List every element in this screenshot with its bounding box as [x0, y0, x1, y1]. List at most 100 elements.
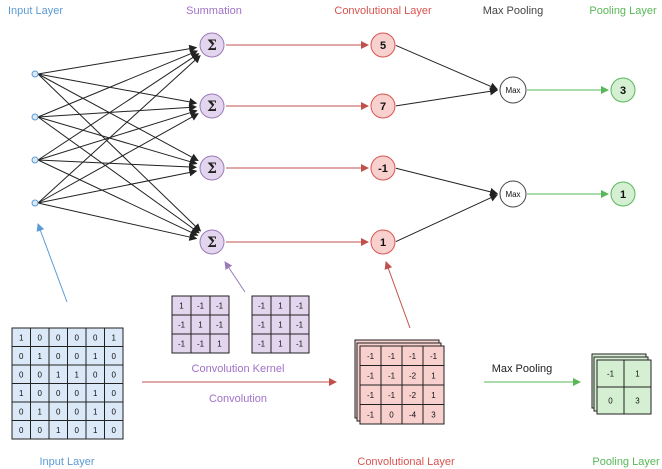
grid-cell-value: -1	[258, 340, 266, 349]
grid-cell-value: 1	[431, 371, 436, 380]
grid-cell	[209, 333, 230, 354]
grid-cell-value: 1	[38, 352, 43, 361]
grid-cell	[422, 404, 445, 425]
grid-cell-value: -1	[367, 410, 375, 419]
grid-cell-value: -1	[367, 391, 375, 400]
conv-node: 1	[370, 229, 396, 255]
grid-cell-value: -1	[216, 321, 224, 330]
conv-nodes: 57-11	[370, 32, 396, 255]
grid-cell-value: -1	[388, 352, 396, 361]
edge	[37, 53, 200, 161]
conv-to-max-edges	[395, 44, 499, 243]
grid-cell-value: 1	[635, 370, 640, 379]
grid-cell	[289, 333, 310, 354]
edge	[37, 116, 200, 234]
pool-node: 3	[610, 77, 636, 103]
summation-to-conv-edges	[226, 41, 369, 246]
grid-cell-value: 1	[56, 370, 61, 379]
sigma-symbol: Σ	[207, 161, 217, 177]
grid-cell-value: 1	[93, 352, 98, 361]
max-to-pool-edges	[527, 86, 609, 198]
edge	[37, 168, 198, 204]
grid-cell	[596, 386, 625, 415]
edge	[37, 73, 198, 106]
grid-cell-value: 1	[93, 426, 98, 435]
grid-cell-value: 0	[75, 352, 80, 361]
max-node-label: Max	[505, 190, 520, 199]
edge	[37, 108, 198, 161]
grid-cell-value: -1	[367, 352, 375, 361]
grid-cell-value: -1	[388, 391, 396, 400]
conv-node-value: 1	[380, 237, 386, 249]
grid-cell-value: 0	[112, 389, 117, 398]
grid-cell-value: 0	[75, 407, 80, 416]
grid-cell-value: 0	[75, 426, 80, 435]
grid-cell-value: 0	[75, 333, 80, 342]
grid-cell-value: 0	[19, 426, 24, 435]
grid-cell	[623, 359, 652, 388]
conv-node-value: -1	[378, 163, 388, 175]
grid-cell-value: -2	[409, 391, 417, 400]
pool-node: 1	[610, 181, 636, 207]
grid-cell-value: 1	[278, 302, 283, 311]
grid-cell-value: 1	[93, 407, 98, 416]
summation-node: Σ	[199, 93, 225, 119]
grid-cell-value: 0	[38, 389, 43, 398]
grid-cell-value: 1	[19, 389, 24, 398]
summation-nodes: Σ Σ Σ Σ	[199, 32, 225, 255]
conv-grid-up-arrow	[384, 261, 411, 329]
edge	[395, 87, 499, 107]
input-layer-bottom-label: Input Layer	[39, 456, 94, 468]
convolution-kernel-label: Convolution Kernel	[192, 363, 285, 375]
input-node	[31, 113, 39, 121]
summation-node: Σ	[199, 32, 225, 58]
max-node-label: Max	[505, 86, 520, 95]
input-node	[31, 70, 39, 78]
grid-cell-value: -1	[178, 340, 186, 349]
grid-cell-value: 1	[19, 333, 24, 342]
grid-cell-value: 0	[112, 370, 117, 379]
grid-cell-value: -2	[409, 371, 417, 380]
grid-cell	[623, 386, 652, 415]
grid-cell-value: -1	[607, 370, 615, 379]
grid-cell-value: 1	[278, 321, 283, 330]
edge	[37, 73, 199, 161]
grid-cell-value: -1	[296, 302, 304, 311]
summation-node: Σ	[199, 229, 225, 255]
input-to-summation-edges	[37, 44, 202, 241]
grid-cell-value: 1	[198, 321, 203, 330]
grid-cell-value: 1	[431, 391, 436, 400]
edge	[37, 202, 198, 241]
sigma-symbol: Σ	[207, 99, 217, 115]
pooling-layer-bottom-label: Pooling Layer	[592, 456, 660, 468]
input-grid-up-arrow	[36, 223, 68, 303]
grid-cell-value: 0	[38, 426, 43, 435]
input-nodes	[31, 70, 39, 207]
grid-cell-value: -1	[388, 371, 396, 380]
grid-cell-value: -1	[430, 352, 438, 361]
grid-cell-value: 3	[635, 397, 640, 406]
sigma-symbol: Σ	[207, 235, 217, 251]
max-pooling-title: Max Pooling	[483, 5, 544, 17]
grid-cell-value: -1	[367, 371, 375, 380]
pool-node-value: 1	[620, 189, 626, 201]
conv-node: 7	[370, 93, 396, 119]
grid-cell-value: -1	[258, 321, 266, 330]
grid-cell-value: 0	[19, 407, 24, 416]
edge	[37, 44, 198, 75]
grid-cell-value: 1	[56, 426, 61, 435]
conv-node: -1	[370, 155, 396, 181]
grid-cell-value: -1	[197, 302, 205, 311]
grid-cell-value: 1	[179, 302, 184, 311]
edge	[37, 50, 199, 118]
sigma-symbol: Σ	[207, 38, 217, 54]
summation-node: Σ	[199, 155, 225, 181]
grid-cell-value: 1	[75, 370, 80, 379]
edge	[37, 159, 199, 236]
grid-cell-value: 0	[56, 389, 61, 398]
